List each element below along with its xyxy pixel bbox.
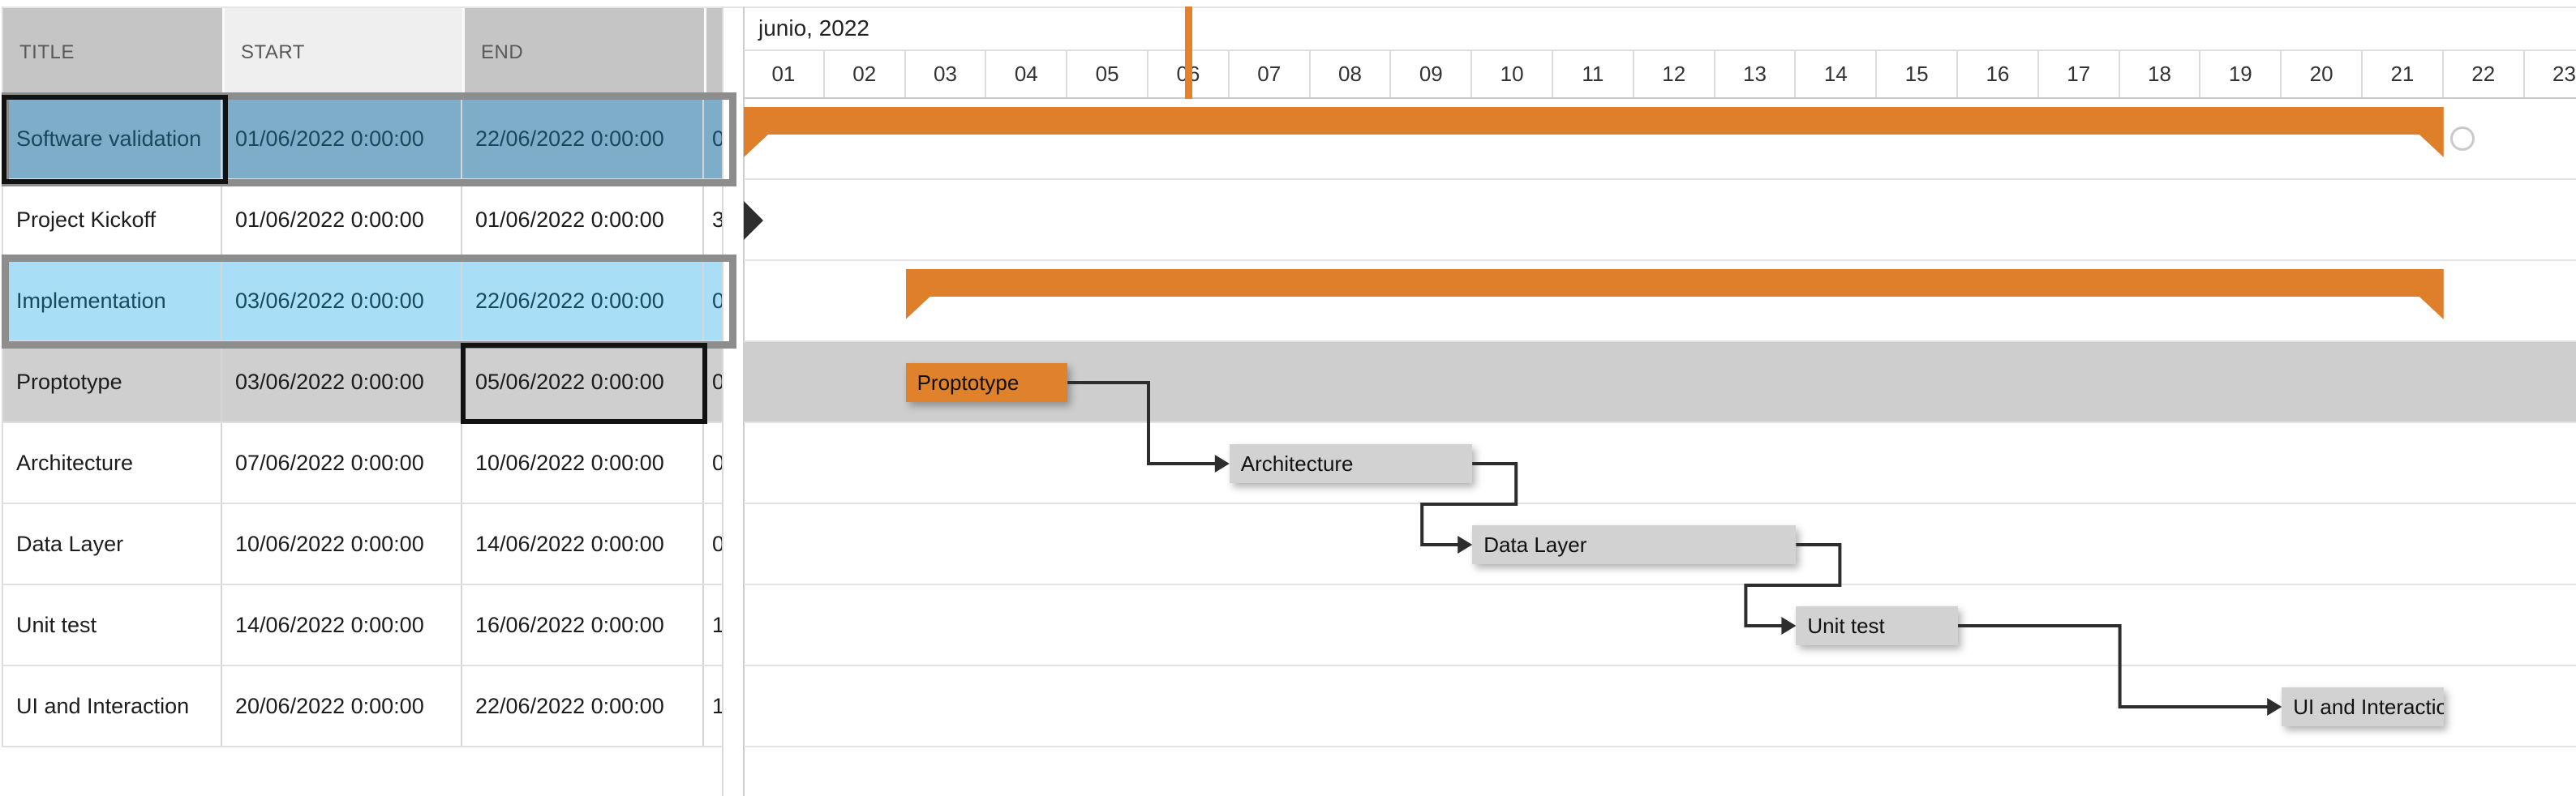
chart-row-6 — [744, 504, 2576, 585]
taskbar-label: Proptotype — [917, 370, 1020, 395]
cell-end[interactable]: 05/06/2022 0:00:00 — [462, 342, 704, 422]
timeline-month-label: junio, 2022 — [758, 15, 870, 41]
taskbar-proptotype[interactable]: Proptotype — [905, 363, 1068, 402]
cell-title[interactable]: Project Kickoff — [3, 180, 222, 259]
cell-extra[interactable]: 3 — [712, 207, 722, 232]
table-left-border-line — [2, 6, 3, 747]
taskbar-label: Data Layer — [1483, 532, 1587, 557]
cell-end[interactable]: 01/06/2022 0:00:00 — [462, 180, 704, 259]
taskbar-label: Architecture — [1240, 451, 1354, 476]
timeline-day-16: 16 — [1958, 51, 2039, 97]
cell-start[interactable]: 03/06/2022 0:00:00 — [222, 261, 462, 340]
cell-end[interactable]: 22/06/2022 0:00:00 — [462, 261, 704, 340]
splitter-bar[interactable] — [722, 6, 723, 796]
taskbar-label: Unit test — [1807, 613, 1885, 638]
cell-start[interactable]: 10/06/2022 0:00:00 — [222, 504, 462, 584]
chart-row-5 — [744, 423, 2576, 504]
cell-extra[interactable]: 0 — [712, 450, 722, 475]
timeline-day-11: 11 — [1553, 51, 1634, 97]
timeline-day-18: 18 — [2120, 51, 2201, 97]
cell-extra[interactable]: 1 — [712, 612, 722, 637]
cell-end[interactable]: 10/06/2022 0:00:00 — [462, 423, 704, 503]
taskbar-ui-and-interaction[interactable]: UI and Interaction — [2282, 687, 2444, 726]
timeline-day-07: 07 — [1230, 51, 1311, 97]
taskbar-architecture[interactable]: Architecture — [1229, 444, 1473, 483]
cell-start[interactable]: 14/06/2022 0:00:00 — [222, 585, 462, 665]
timeline-header: junio, 2022 0102030405060708091011121314… — [744, 6, 2576, 99]
timeline-day-03: 03 — [906, 51, 987, 97]
timeline-day-14: 14 — [1796, 51, 1878, 97]
top-border-line — [2, 6, 2576, 8]
timeline-day-21: 21 — [2363, 51, 2444, 97]
timeline-day-tier: 0102030405060708091011121314151617181920… — [744, 51, 2576, 99]
cell-title[interactable]: UI and Interaction — [3, 666, 222, 746]
timeline-day-15: 15 — [1877, 51, 1958, 97]
cell-start[interactable]: 03/06/2022 0:00:00 — [222, 342, 462, 422]
timeline-day-17: 17 — [2039, 51, 2120, 97]
chart-row-7 — [744, 585, 2576, 666]
timeline-day-08: 08 — [1311, 51, 1392, 97]
cell-start[interactable]: 01/06/2022 0:00:00 — [222, 180, 462, 259]
timeline-day-13: 13 — [1715, 51, 1797, 97]
cell-title[interactable]: Software validation — [3, 99, 222, 178]
cell-start[interactable]: 20/06/2022 0:00:00 — [222, 666, 462, 746]
column-header-end[interactable]: END — [462, 8, 704, 97]
chart-row-1 — [744, 99, 2576, 180]
cell-title[interactable]: Architecture — [3, 423, 222, 503]
column-header-col4[interactable] — [704, 8, 722, 97]
cell-extra[interactable]: 0 — [712, 288, 722, 313]
cell-end[interactable]: 14/06/2022 0:00:00 — [462, 504, 704, 584]
timeline-day-05: 05 — [1067, 51, 1148, 97]
chart-row-2 — [744, 180, 2576, 261]
cell-end[interactable]: 22/06/2022 0:00:00 — [462, 99, 704, 178]
cell-title[interactable]: Implementation — [3, 261, 222, 340]
timeline-day-19: 19 — [2200, 51, 2282, 97]
timeline-day-23: 23 — [2525, 51, 2576, 97]
timeline-day-10: 10 — [1472, 51, 1553, 97]
taskbar-data-layer[interactable]: Data Layer — [1472, 525, 1797, 564]
cell-start[interactable]: 01/06/2022 0:00:00 — [222, 99, 462, 178]
timeline-day-09: 09 — [1391, 51, 1473, 97]
cell-title[interactable]: Data Layer — [3, 504, 222, 584]
cell-end[interactable]: 22/06/2022 0:00:00 — [462, 666, 704, 746]
cell-extra[interactable]: 0 — [712, 369, 722, 394]
connector-port-circle[interactable] — [2449, 126, 2475, 151]
cell-title[interactable]: Unit test — [3, 585, 222, 665]
column-header-title[interactable]: TITLE — [3, 8, 222, 97]
cell-title[interactable]: Proptotype — [3, 342, 222, 422]
timeline-day-12: 12 — [1634, 51, 1715, 97]
taskbar-label: UI and Interaction — [2293, 694, 2444, 719]
chart-row-8 — [744, 666, 2576, 747]
cell-start[interactable]: 07/06/2022 0:00:00 — [222, 423, 462, 503]
timeline-day-22: 22 — [2444, 51, 2525, 97]
timeline-day-20: 20 — [2282, 51, 2363, 97]
timeline-month-tier: junio, 2022 — [744, 6, 2576, 51]
event-marker-line — [1185, 6, 1193, 99]
cell-extra[interactable]: 1 — [712, 693, 722, 718]
cell-extra[interactable]: 0 — [712, 126, 722, 151]
chart-row-3 — [744, 261, 2576, 342]
timeline-day-01: 01 — [744, 51, 825, 97]
cell-end[interactable]: 16/06/2022 0:00:00 — [462, 585, 704, 665]
column-header-start[interactable]: START — [222, 8, 462, 97]
cell-extra[interactable]: 0 — [712, 531, 722, 556]
taskbar-unit-test[interactable]: Unit test — [1796, 606, 1958, 645]
timeline-day-02: 02 — [825, 51, 906, 97]
timeline-day-04: 04 — [986, 51, 1068, 97]
